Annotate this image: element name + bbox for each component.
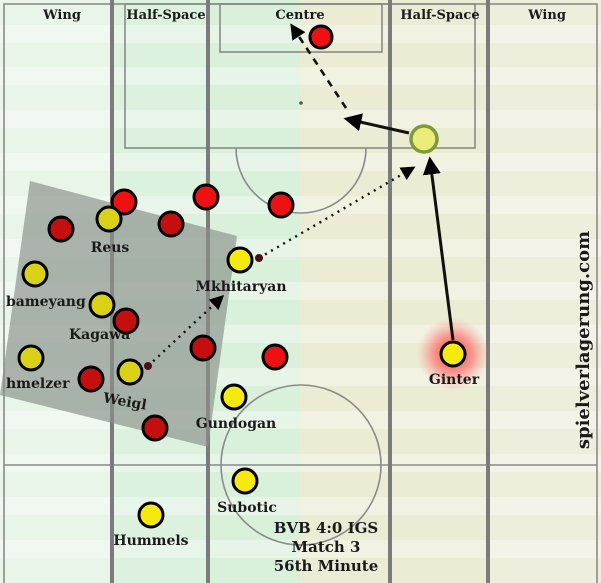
player-token-kagawa (88, 291, 116, 319)
player-label-ginter: Ginter (429, 372, 480, 388)
run-arrow-ginter (422, 156, 455, 341)
red-player (112, 307, 140, 335)
pass-origin-dot-mkhitaryan (255, 254, 263, 262)
movement-arrows (144, 23, 455, 370)
player-label-reus: Reus (91, 240, 130, 256)
player-token-aubameyang (21, 260, 49, 288)
penalty-spot (299, 101, 303, 105)
red-player (141, 414, 169, 442)
player-token-mkhitaryan (226, 246, 254, 274)
match-info: BVB 4:0 IGS Match 3 56th Minute (274, 519, 379, 575)
zone-label-left-wing: Wing (42, 8, 81, 23)
zone-label-left-halfspace: Half-Space (126, 8, 205, 23)
red-player (308, 24, 334, 50)
pass-line-mkhitaryan-ginter (258, 166, 416, 260)
player-token-gundogan (220, 383, 248, 411)
player-label-gundogan: Gundogan (196, 416, 276, 432)
zone-labels: Wing Half-Space Centre Half-Space Wing (42, 8, 566, 23)
zone-label-right-halfspace: Half-Space (400, 8, 479, 23)
player-token-subotic (231, 467, 259, 495)
match-minute: 56th Minute (274, 557, 379, 575)
match-score: BVB 4:0 IGS (274, 519, 379, 537)
red-player (110, 188, 138, 216)
player-label-schmelzer: hmelzer (6, 376, 70, 392)
player-label-kagawa: Kagawa (69, 327, 130, 343)
pass-line-weigl-mkhitaryan (147, 295, 225, 367)
player-label-hummels: Hummels (113, 533, 188, 549)
player-label-aubameyang: bameyang (6, 294, 86, 310)
pitch-markings (3, 3, 598, 583)
watermark: spielverlagerung.com (573, 231, 594, 449)
red-team (47, 24, 334, 442)
red-player (77, 365, 105, 393)
red-player (261, 343, 289, 371)
player-token-weigl (116, 358, 144, 386)
player-label-weigl: Weigl (101, 390, 148, 414)
pass-arrow-ginter-left (343, 113, 410, 135)
yellow-team (17, 124, 467, 529)
red-player (192, 183, 220, 211)
match-number: Match 3 (292, 538, 361, 556)
player-token-ginter (439, 340, 467, 368)
red-player (47, 215, 75, 243)
player-token-schmelzer (17, 344, 45, 372)
red-player (157, 210, 185, 238)
player-token-hummels (137, 501, 165, 529)
player-label-mkhitaryan: Mkhitaryan (196, 279, 287, 295)
red-player (189, 334, 217, 362)
pass-origin-dot-weigl (144, 362, 152, 370)
zone-label-right-wing: Wing (527, 8, 566, 23)
zone-label-centre: Centre (275, 8, 324, 23)
red-player (267, 191, 295, 219)
player-label-subotic: Subotic (217, 500, 277, 516)
player-labels: Reus bameyang Kagawa hmelzer Weigl Mkhit… (6, 240, 480, 549)
player-token-reus (95, 205, 123, 233)
dashed-run-centre (290, 23, 348, 109)
player-token-target (409, 124, 439, 154)
